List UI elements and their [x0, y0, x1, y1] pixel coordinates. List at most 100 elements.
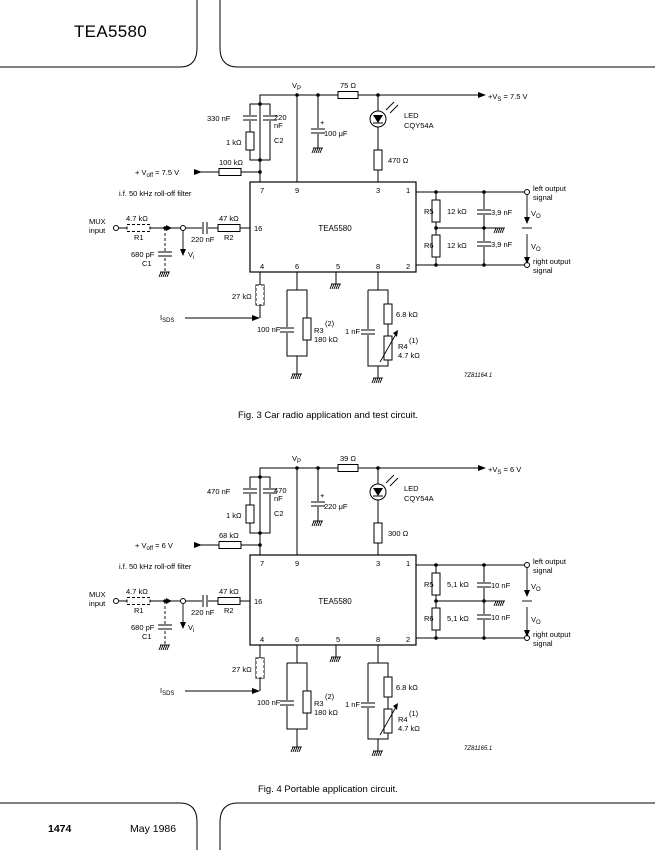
resistor-r5-value: 12 kΩ — [447, 207, 467, 216]
polarity-plus: + — [320, 491, 325, 500]
ground-icon — [313, 520, 317, 527]
resistor-r1-name: R1 — [134, 233, 144, 242]
filter-note: i.f. 50 kHz roll-off filter — [119, 562, 192, 571]
page-title: TEA5580 — [74, 22, 147, 41]
led-light-arrow-icon — [385, 474, 395, 484]
ground-icon — [313, 147, 317, 154]
capacitor-gap — [158, 251, 172, 257]
resistor-r5 — [431, 572, 441, 596]
ground-icon — [499, 227, 503, 234]
ground-icon — [298, 373, 302, 380]
ground-icon — [377, 750, 381, 757]
pin-9: 9 — [295, 186, 299, 195]
resistor-r2-value: 47 kΩ — [219, 587, 239, 596]
resistor-series — [337, 91, 359, 99]
capacitor-left-label: 330 nF — [207, 114, 231, 123]
ground-icon — [158, 271, 162, 278]
junction-dot — [258, 543, 262, 547]
drawing-code: 7Z81165.1 — [464, 746, 492, 752]
resistor-r4-note: (1) — [409, 336, 419, 345]
resistor-r4-name: R4 — [398, 715, 408, 724]
vi-node-icon — [180, 225, 186, 231]
vo-label-top: VO — [531, 209, 541, 220]
left-output-signal-label: signal — [533, 193, 553, 202]
resistor-1k-label: 1 kΩ — [226, 511, 242, 520]
resistor-27k — [255, 284, 265, 306]
resistor-r2-name: R2 — [224, 233, 234, 242]
capacitor-gap — [263, 115, 277, 121]
junction-dot — [482, 226, 486, 230]
capacitor-1n-label: 1 nF — [345, 700, 360, 709]
filter-capacitor-label: 220 μF — [324, 502, 348, 511]
resistor-1k-label: 1 kΩ — [226, 138, 242, 147]
capacitor-c2-name: C2 — [274, 509, 284, 518]
ground-icon — [290, 746, 294, 753]
input-terminal-icon — [113, 225, 119, 231]
resistor-led-label: 300 Ω — [388, 529, 409, 538]
capacitor-100n-label: 100 nF — [257, 325, 281, 334]
capacitor-out2-label: 10 nF — [491, 613, 511, 622]
capacitor-c2-unit: nF — [274, 121, 283, 130]
capacitor-gap — [280, 700, 294, 706]
resistor-r3-name: R3 — [314, 326, 324, 335]
resistor-27k — [255, 657, 265, 679]
ground-icon — [375, 377, 379, 384]
ground-icon — [501, 600, 505, 607]
resistor-r6-name: R6 — [424, 614, 434, 623]
capacitor-gap — [361, 702, 375, 708]
ground-icon — [501, 227, 505, 234]
ground-icon — [335, 283, 339, 290]
mux-label: MUX — [89, 217, 106, 226]
junction-dot — [258, 531, 262, 535]
resistor-r4-note: (1) — [409, 709, 419, 718]
capacitor-c2-value: 470 — [274, 486, 287, 495]
capacitor-gap — [263, 488, 277, 494]
supply-arrow-icon — [478, 92, 486, 98]
ground-icon — [298, 746, 302, 753]
ground-icon — [162, 271, 166, 278]
ground-icon — [379, 377, 383, 384]
capacitor-100n-label: 100 nF — [257, 698, 281, 707]
junction-dot — [258, 158, 262, 162]
resistor-r1-value: 4.7 kΩ — [126, 214, 148, 223]
ground-icon — [371, 750, 375, 757]
ground-icon — [329, 283, 333, 290]
capacitor-gap — [311, 128, 325, 134]
left-output-terminal-icon — [524, 189, 530, 195]
vo-label-top: VO — [531, 582, 541, 593]
junction-dot — [258, 170, 262, 174]
junction-dot — [434, 636, 438, 640]
resistor-voff-label: 100 kΩ — [219, 158, 243, 167]
figure-3-caption: Fig. 3 Car radio application and test ci… — [238, 410, 418, 421]
led-title: LED — [404, 111, 419, 120]
resistor-1k — [245, 131, 255, 151]
ground-icon — [311, 520, 315, 527]
ground-icon — [331, 283, 335, 290]
signal-arrow-icon — [166, 225, 172, 231]
capacitor-c2-name: C2 — [274, 136, 284, 145]
resistor-6k8-label: 6.8 kΩ — [396, 683, 418, 692]
right-output-signal-label: signal — [533, 639, 553, 648]
header-frame — [0, 0, 655, 68]
led-light-arrow-icon — [389, 477, 399, 487]
resistor-r4-value: 4.7 kΩ — [398, 724, 420, 733]
ground-icon — [317, 520, 321, 527]
junction-dot — [482, 599, 486, 603]
vo-arrow-icon — [524, 257, 530, 264]
capacitor-out1-label: 3,9 nF — [491, 208, 513, 217]
resistor-r5-name: R5 — [424, 207, 434, 216]
ground-icon — [371, 377, 375, 384]
resistor-r1-name: R1 — [134, 606, 144, 615]
capacitor-gap — [477, 582, 491, 588]
ground-icon — [315, 147, 319, 154]
ground-icon — [377, 377, 381, 384]
vo-arrow-icon — [524, 630, 530, 637]
resistor-r3-note: (2) — [325, 692, 335, 701]
resistor-series — [337, 464, 359, 472]
led-part-number: CQY54A — [404, 494, 434, 503]
pin8-network-wire — [367, 662, 389, 740]
resistor-r4-name: R4 — [398, 342, 408, 351]
right-output-label: right output — [533, 630, 571, 639]
